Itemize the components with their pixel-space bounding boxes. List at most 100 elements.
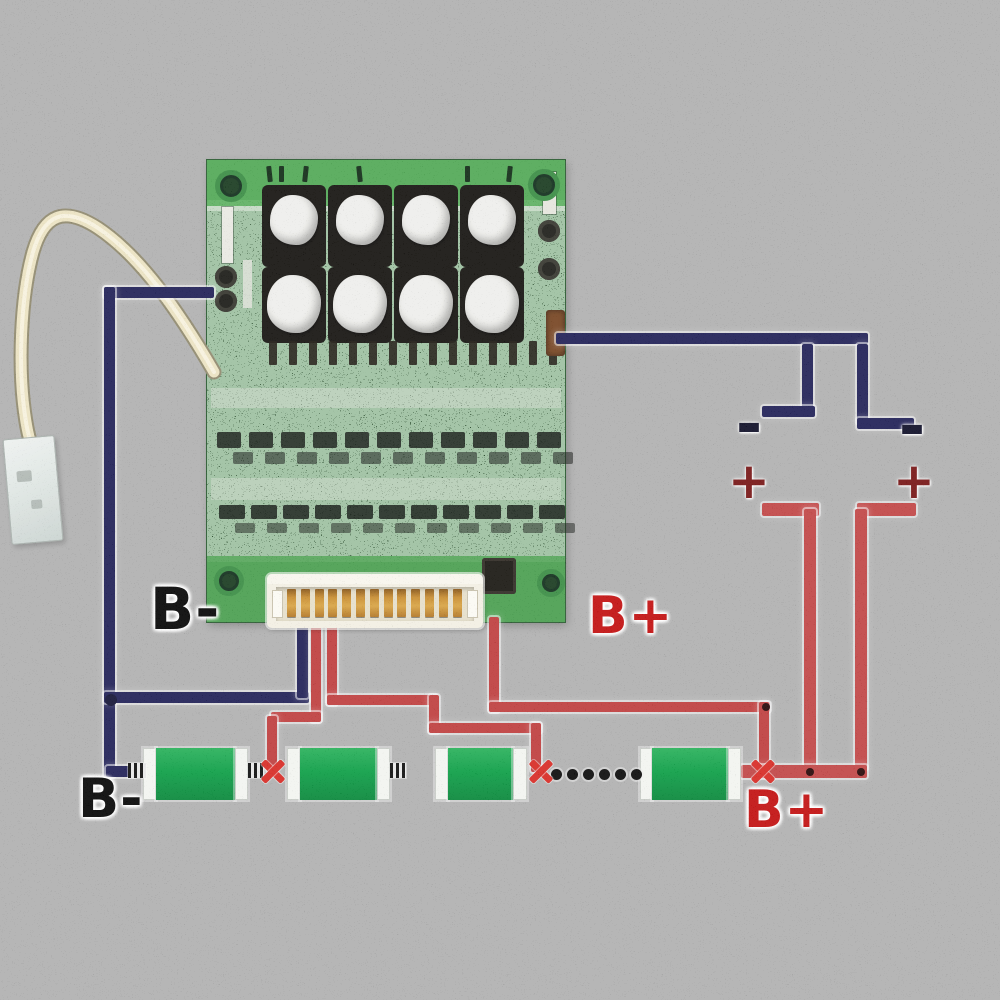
battery-left-minus-sign: - — [735, 388, 763, 462]
mosfet-solder-blob — [402, 195, 450, 245]
ellipsis-dot — [631, 769, 642, 780]
label-bplus-pack: B+ — [744, 780, 830, 840]
junction-marker-cell1-cell2 — [258, 757, 288, 787]
balance-resistor — [553, 452, 573, 464]
mosfet-package — [394, 185, 458, 267]
balance-resistor — [331, 523, 351, 533]
edge-component-strip-left — [222, 207, 233, 263]
balance-resistor — [315, 505, 341, 519]
pack-ellipsis-dots — [551, 769, 651, 781]
balance-resistor — [235, 523, 255, 533]
label-bminus-board: B- — [150, 575, 221, 643]
balance-resistor — [427, 523, 447, 533]
connector-pin — [383, 589, 393, 617]
battery-cell — [652, 748, 728, 800]
component-leg — [509, 341, 517, 365]
component-leg — [529, 341, 537, 365]
solder-pad-right-1 — [538, 220, 560, 242]
balance-resistor — [505, 432, 529, 448]
battery-right-negative-lead — [857, 344, 868, 424]
ellipsis-dot — [615, 769, 626, 780]
mosfet-package — [394, 267, 458, 343]
bminus-wire-board-right — [556, 333, 868, 344]
temp-sensor-connector — [2, 434, 64, 546]
cell-terminal-cap — [435, 748, 448, 800]
solder-pad-left-2 — [215, 290, 237, 312]
component-leg — [369, 341, 377, 365]
mosfet-solder-blob — [336, 195, 384, 245]
balance-resistor — [555, 523, 575, 533]
connector-pin — [356, 589, 365, 617]
component-leg — [329, 341, 337, 365]
mosfet-package — [460, 267, 524, 343]
cell-terminal-cap — [377, 748, 390, 800]
balance-resistor — [489, 452, 509, 464]
mosfet-package — [262, 185, 326, 267]
balance-resistor — [411, 505, 437, 519]
battery-left-plus-sign: + — [728, 452, 770, 510]
balance-resistor — [441, 432, 465, 448]
bus-junction-dot-2 — [806, 768, 814, 776]
mosfet-package — [328, 185, 392, 267]
connector-side-tab-right — [467, 590, 478, 618]
cell-terminal-cap — [728, 748, 741, 800]
mosfet-solder-blob — [399, 275, 453, 333]
cell-terminal-cap — [235, 748, 248, 800]
mosfet-solder-blob — [333, 275, 387, 333]
junction-marker-cell3 — [526, 757, 556, 787]
component-leg — [349, 341, 357, 365]
balance-resistor — [233, 452, 253, 464]
balance-wire2-drop — [327, 618, 337, 705]
bplus-lead-left-vertical — [804, 509, 816, 770]
connector-pin — [314, 589, 324, 617]
bminus-junction-dot — [105, 694, 117, 706]
battery-cell — [156, 748, 235, 800]
bminus-wire-connector-drop — [297, 618, 308, 698]
mosfet-solder-blob — [465, 275, 519, 333]
balance-resistor — [267, 523, 287, 533]
component-leg-row — [207, 341, 565, 367]
ellipsis-dot — [567, 769, 578, 780]
balance-resistor — [249, 432, 273, 448]
bplus-sense-wire-drop — [489, 617, 499, 712]
ellipsis-dot — [583, 769, 594, 780]
balance-resistor — [521, 452, 541, 464]
balance-resistor — [457, 452, 477, 464]
smd-component-bottom — [482, 558, 516, 594]
component-leg — [309, 341, 317, 365]
solder-pad-right-2 — [538, 258, 560, 280]
balance-resistor — [507, 505, 533, 519]
balance-connector — [267, 574, 483, 628]
balance-resistor — [313, 432, 337, 448]
balance-resistor — [491, 523, 511, 533]
balance-wire2-horizontal1 — [327, 695, 437, 705]
balance-resistor — [251, 505, 277, 519]
balance-resistor — [297, 452, 317, 464]
connector-pin — [438, 589, 448, 617]
balance-resistor — [281, 432, 305, 448]
balance-resistor — [379, 505, 405, 519]
balance-resistor — [539, 505, 565, 519]
connector-pin-row — [267, 574, 483, 628]
balance-resistor — [377, 432, 401, 448]
balance-resistor — [219, 505, 245, 519]
mosfet-package — [460, 185, 524, 267]
bminus-wire-connector-horizontal — [104, 692, 309, 703]
cell-terminal-cap — [513, 748, 527, 800]
balance-resistor — [363, 523, 383, 533]
connector-side-tab-left — [272, 590, 283, 618]
balance-wire2-horizontal2 — [429, 723, 541, 733]
connector-pin — [342, 589, 352, 617]
battery-cell — [448, 748, 513, 800]
balance-resistor — [443, 505, 469, 519]
label-bplus-board: B+ — [588, 586, 674, 646]
sensor-marking — [30, 499, 43, 510]
balance-resistor — [459, 523, 479, 533]
connector-pin — [300, 589, 310, 617]
solder-pad-left-1 — [215, 266, 237, 288]
balance-resistor — [393, 452, 413, 464]
bplus-sense-wire-horizontal — [489, 702, 770, 712]
balance-resistor — [345, 432, 369, 448]
balance-resistor — [395, 523, 415, 533]
